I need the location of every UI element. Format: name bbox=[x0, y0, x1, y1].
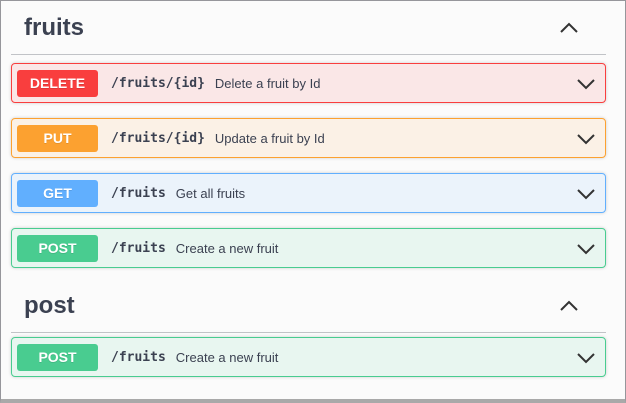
chevron-down-icon[interactable] bbox=[576, 238, 596, 258]
method-badge: DELETE bbox=[17, 69, 98, 97]
endpoint-description: Update a fruit by Id bbox=[214, 130, 325, 146]
opblock-summary[interactable]: GET /fruits Get all fruits bbox=[12, 174, 605, 212]
chevron-down-icon[interactable] bbox=[576, 73, 596, 93]
endpoint-description: Get all fruits bbox=[175, 185, 246, 201]
endpoint-description: Create a new fruit bbox=[175, 240, 279, 256]
opblock-summary[interactable]: PUT /fruits/{id} Update a fruit by Id bbox=[12, 119, 605, 157]
chevron-down-icon[interactable] bbox=[576, 128, 596, 148]
tag-title: post bbox=[24, 292, 75, 319]
endpoint-path: /fruits bbox=[111, 240, 166, 256]
opblock-summary[interactable]: POST /fruits Create a new fruit bbox=[12, 229, 605, 267]
chevron-down-icon[interactable] bbox=[576, 183, 596, 203]
tag-header-fruits[interactable]: fruits bbox=[11, 1, 606, 55]
method-badge: POST bbox=[17, 343, 98, 371]
endpoint-path: /fruits/{id} bbox=[111, 75, 205, 91]
endpoint-path: /fruits/{id} bbox=[111, 130, 205, 146]
opblock-post-fruits: POST /fruits Create a new fruit bbox=[11, 228, 606, 268]
tag-section-fruits: fruits DELETE /fruits/{id} Delete a frui… bbox=[11, 1, 606, 268]
operations-list: DELETE /fruits/{id} Delete a fruit by Id… bbox=[11, 55, 606, 268]
endpoint-description: Create a new fruit bbox=[175, 349, 279, 365]
method-badge: GET bbox=[17, 179, 98, 207]
method-badge: PUT bbox=[17, 124, 98, 152]
chevron-down-icon[interactable] bbox=[576, 347, 596, 367]
opblock-summary[interactable]: POST /fruits Create a new fruit bbox=[12, 338, 605, 376]
tag-section-post: post POST /fruits Create a new fruit bbox=[11, 283, 606, 377]
tag-title: fruits bbox=[24, 14, 84, 41]
operations-list: POST /fruits Create a new fruit bbox=[11, 333, 606, 377]
tag-header-post[interactable]: post bbox=[11, 283, 606, 333]
opblock-delete-fruits-id: DELETE /fruits/{id} Delete a fruit by Id bbox=[11, 63, 606, 103]
opblock-put-fruits-id: PUT /fruits/{id} Update a fruit by Id bbox=[11, 118, 606, 158]
method-badge: POST bbox=[17, 234, 98, 262]
opblock-post-fruits-2: POST /fruits Create a new fruit bbox=[11, 337, 606, 377]
endpoint-path: /fruits bbox=[111, 349, 166, 365]
chevron-up-icon[interactable] bbox=[559, 18, 579, 38]
endpoint-path: /fruits bbox=[111, 185, 166, 201]
chevron-up-icon[interactable] bbox=[559, 296, 579, 316]
opblock-get-fruits: GET /fruits Get all fruits bbox=[11, 173, 606, 213]
endpoint-description: Delete a fruit by Id bbox=[214, 75, 321, 91]
opblock-summary[interactable]: DELETE /fruits/{id} Delete a fruit by Id bbox=[12, 64, 605, 102]
